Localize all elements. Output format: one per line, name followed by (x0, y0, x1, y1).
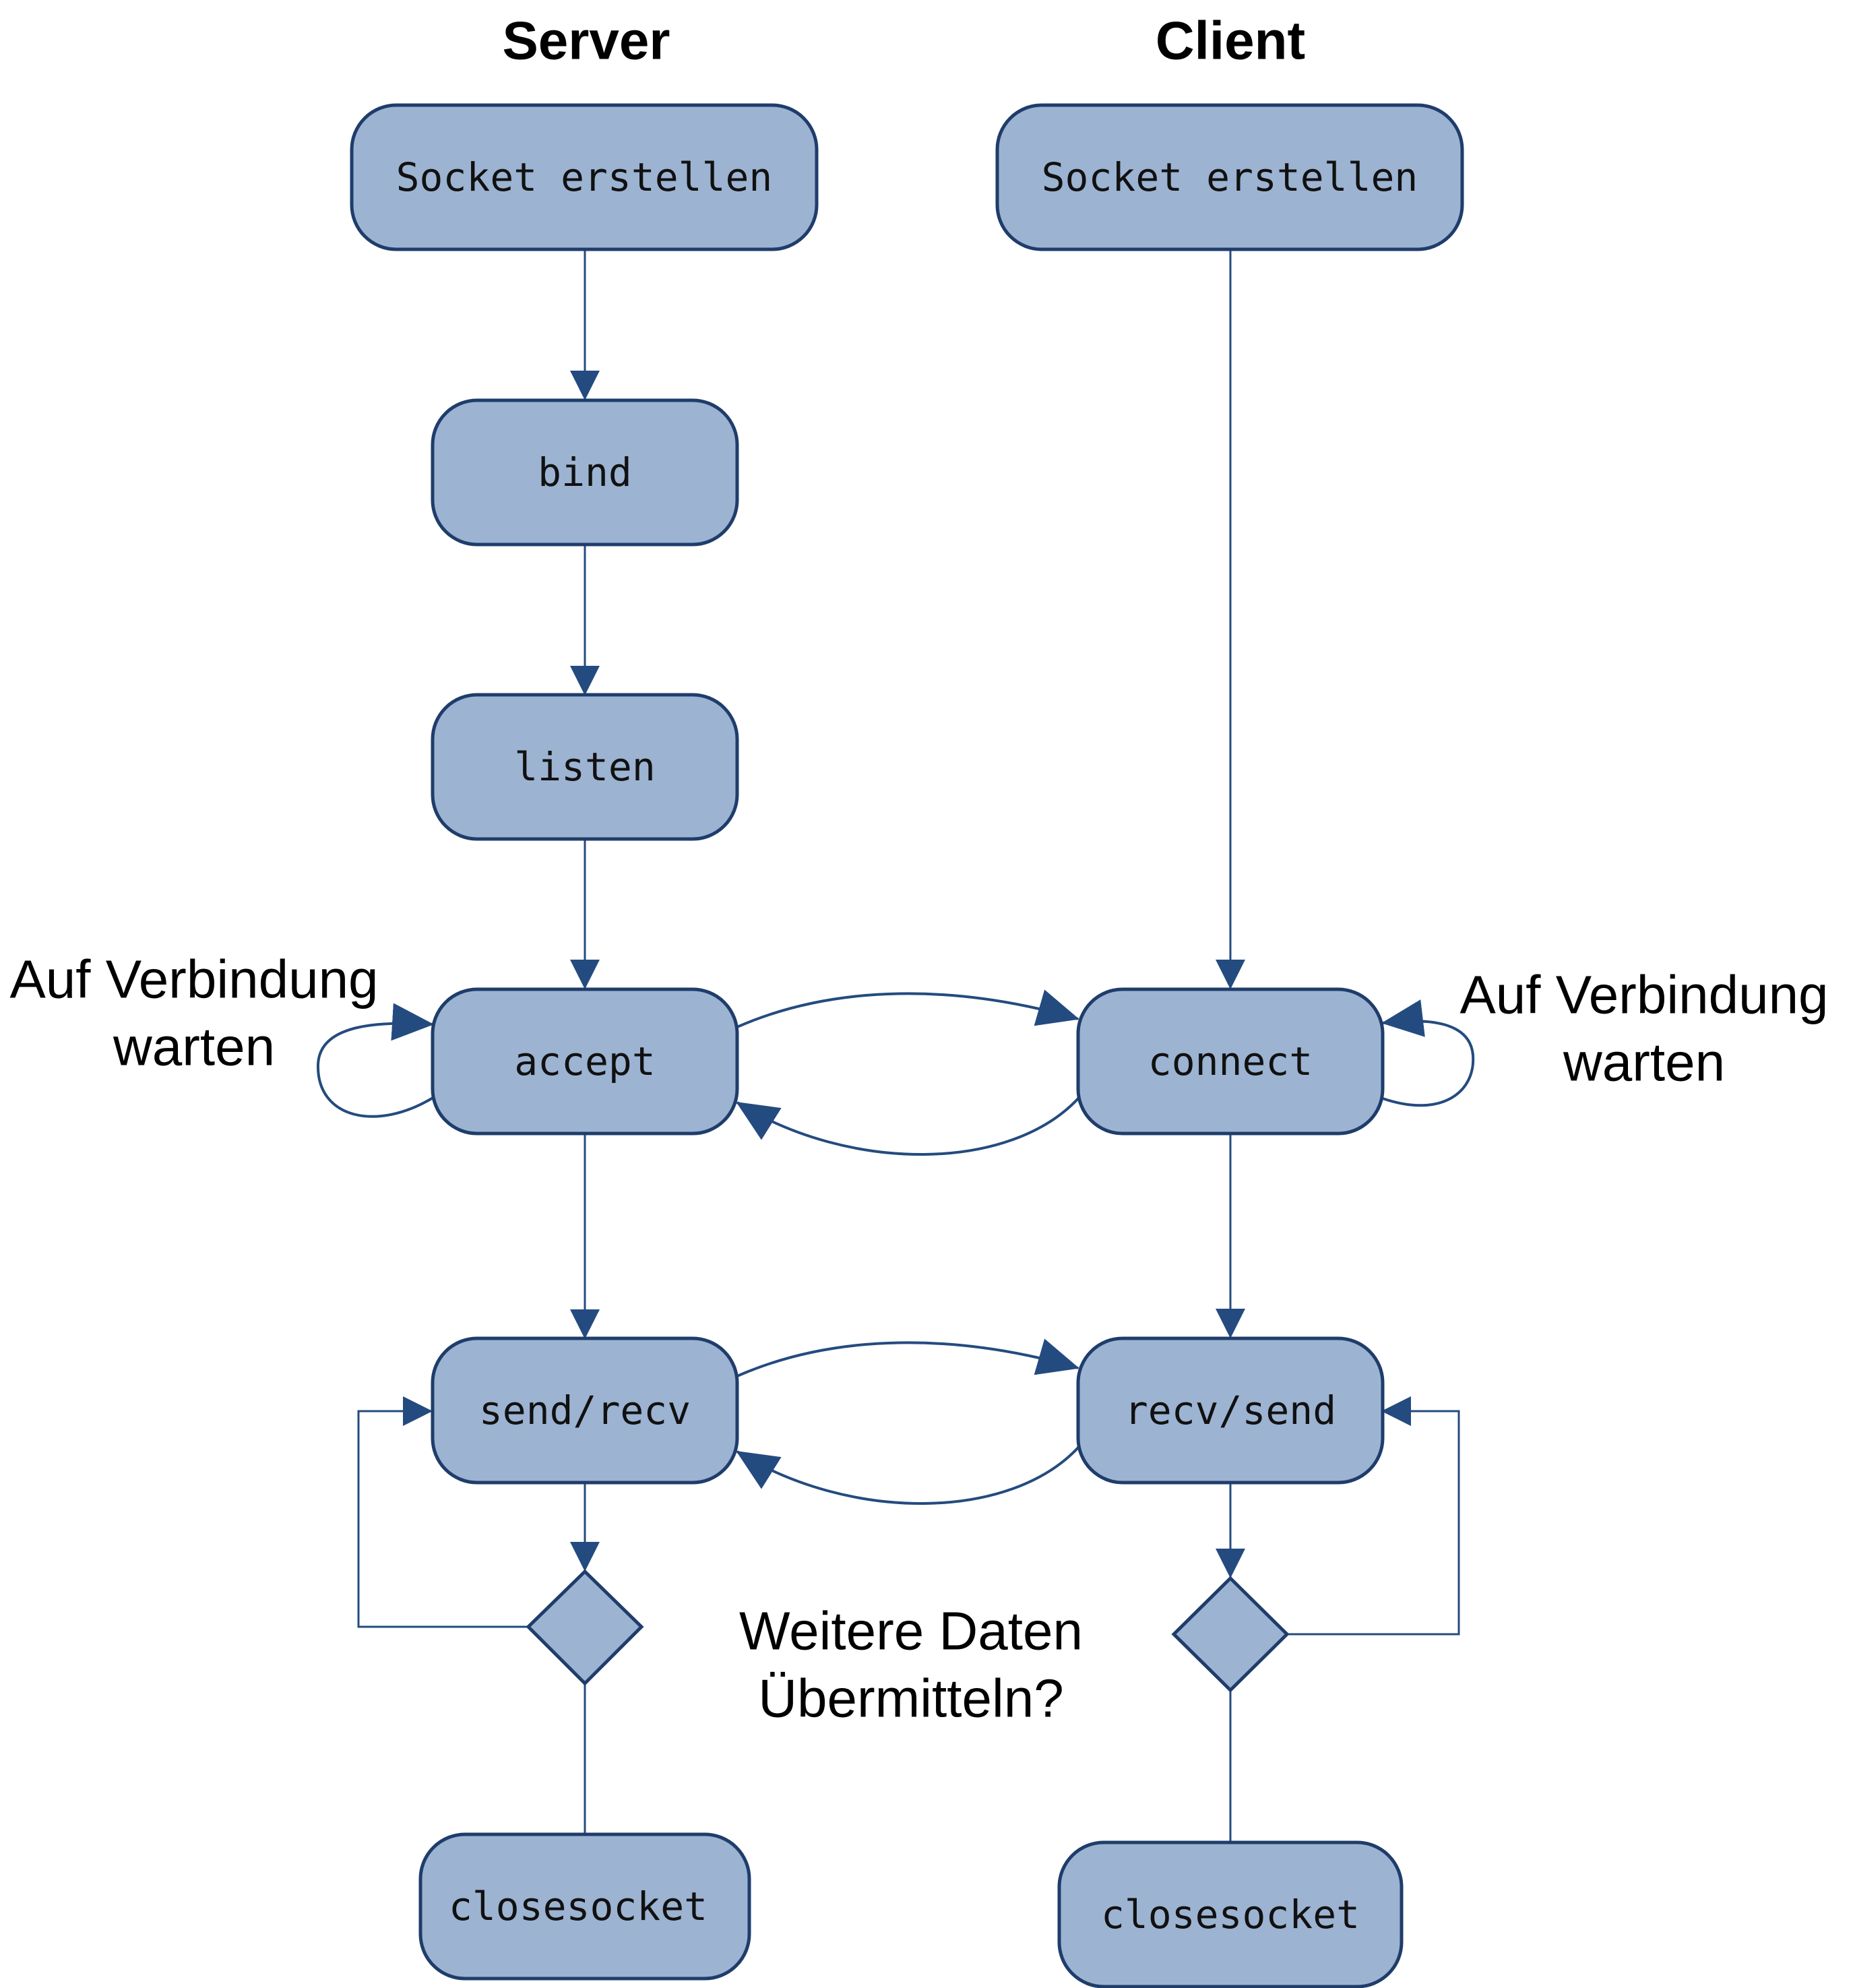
node-client-socket-erstellen: Socket erstellen (995, 103, 1464, 251)
node-client-closesocket-label: closesocket (1101, 1892, 1360, 1937)
node-send-recv-label: send/recv (479, 1388, 691, 1433)
edge-connect-to-accept (736, 1096, 1081, 1156)
node-send-recv: send/recv (431, 1336, 739, 1485)
node-accept-label: accept (514, 1038, 656, 1084)
label-wait-left-line1: Auf Verbindung (9, 950, 378, 1009)
node-server-closesocket-label: closesocket (449, 1884, 708, 1929)
node-client-socket-label: Socket erstellen (1042, 154, 1418, 200)
label-wait-left: Auf Verbindung warten (9, 950, 378, 1077)
label-more-data-line2: Übermitteln? (758, 1669, 1064, 1729)
edge-sendrecv-to-recvsend (736, 1338, 1079, 1377)
node-client-closesocket: closesocket (1057, 1840, 1404, 1988)
node-client-decision (1171, 1576, 1290, 1693)
node-listen: listen (431, 693, 739, 841)
label-wait-right-line1: Auf Verbindung (1459, 965, 1828, 1025)
node-connect: connect (1076, 987, 1385, 1136)
node-connect-label: connect (1148, 1038, 1313, 1084)
node-server-decision (526, 1569, 644, 1686)
edge-server-decision-loop (357, 1396, 528, 1628)
node-recv-send-label: recv/send (1125, 1388, 1336, 1433)
node-bind-label: bind (538, 449, 632, 495)
edge-recvsend-to-sendrecv (736, 1445, 1081, 1505)
label-wait-right-line2: warten (1563, 1032, 1725, 1092)
edge-accept-wait-loop (316, 1003, 435, 1118)
heading-server: Server (502, 11, 670, 71)
edge-client-decision-loop (1287, 1396, 1460, 1636)
node-accept: accept (431, 987, 739, 1136)
label-wait-left-line2: warten (113, 1017, 275, 1077)
label-more-data-line1: Weitere Daten (739, 1601, 1083, 1661)
label-more-data: Weitere Daten Übermitteln? (739, 1601, 1083, 1729)
heading-client: Client (1156, 11, 1305, 71)
node-server-socket-erstellen: Socket erstellen (350, 103, 819, 251)
node-bind: bind (431, 398, 739, 547)
node-server-socket-label: Socket erstellen (396, 154, 773, 200)
edge-accept-to-connect (736, 989, 1079, 1028)
node-server-closesocket: closesocket (418, 1832, 751, 1981)
node-listen-label: listen (514, 744, 656, 790)
node-recv-send: recv/send (1076, 1336, 1385, 1485)
label-wait-right: Auf Verbindung warten (1459, 965, 1828, 1092)
edge-connect-wait-loop (1381, 999, 1475, 1107)
